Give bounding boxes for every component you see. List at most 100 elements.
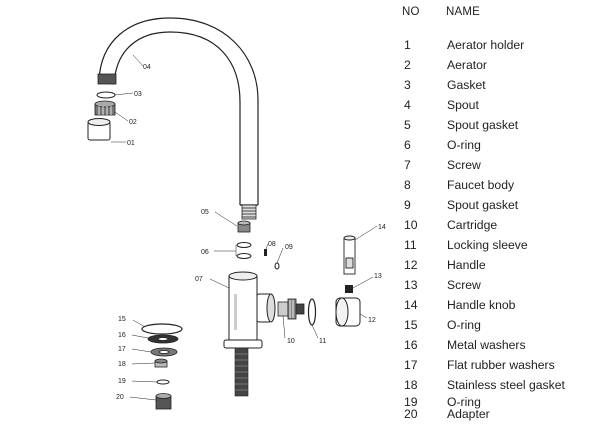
row-no: 15 <box>404 318 418 332</box>
metal-washers-part <box>147 334 179 344</box>
callout-08: 08 <box>268 241 276 248</box>
row-name: Flat rubber washers <box>447 358 555 372</box>
o-ring-19-part <box>156 379 170 385</box>
table-row: 6 O-ring <box>396 136 596 154</box>
spout-gasket-part <box>237 220 251 233</box>
row-no: 6 <box>404 138 411 152</box>
callout-04: 04 <box>143 64 151 71</box>
row-no: 11 <box>404 238 417 252</box>
o-ring-15-part <box>141 323 183 335</box>
callout-09: 09 <box>285 244 293 251</box>
callout-11: 11 <box>319 338 326 345</box>
table-row: 8 Faucet body <box>396 176 596 194</box>
adapter-part <box>155 393 172 410</box>
row-name: Spout <box>447 98 479 112</box>
table-row: 18 Stainless steel gasket <box>396 376 596 394</box>
row-no: 1 <box>404 38 411 52</box>
row-name: Metal washers <box>447 338 526 352</box>
row-name: Screw <box>447 158 481 172</box>
table-row: 11 Locking sleeve <box>396 236 596 254</box>
callout-05: 05 <box>201 209 209 216</box>
callout-20: 20 <box>116 394 124 401</box>
row-name: Locking sleeve <box>447 238 528 252</box>
row-name: Gasket <box>447 78 486 92</box>
screw-part <box>264 249 267 256</box>
table-row: 1 Aerator holder <box>396 36 596 54</box>
row-no: 8 <box>404 178 411 192</box>
header-name: NAME <box>446 6 481 18</box>
gasket-part <box>96 91 116 99</box>
header-no: NO <box>402 6 420 18</box>
row-name: Spout gasket <box>447 118 519 132</box>
table-row: 14 Handle knob <box>396 296 596 314</box>
handle-knob-part <box>343 235 356 275</box>
row-no: 10 <box>404 218 418 232</box>
row-no: 20 <box>404 407 418 421</box>
o-ring-upper <box>236 242 252 248</box>
callout-18: 18 <box>118 361 126 368</box>
locking-sleeve-part <box>307 298 317 326</box>
row-name: Stainless steel gasket <box>447 378 565 392</box>
callout-14: 14 <box>378 224 386 231</box>
small-ring-part <box>274 262 280 270</box>
row-name: Adapter <box>447 407 490 421</box>
row-name: Handle knob <box>447 298 516 312</box>
leader-lines <box>111 54 378 401</box>
row-no: 19 <box>404 395 418 409</box>
row-name: Screw <box>447 278 481 292</box>
row-no: 2 <box>404 58 411 72</box>
spout-thread-end <box>97 73 117 85</box>
o-ring-lower <box>236 253 252 259</box>
handle-part <box>335 297 361 327</box>
callout-07: 07 <box>195 276 203 283</box>
row-no: 12 <box>404 258 418 272</box>
table-row: 16 Metal washers <box>396 336 596 354</box>
spout-part <box>98 17 259 206</box>
row-no: 14 <box>404 298 418 312</box>
table-row: 10 Cartridge <box>396 216 596 234</box>
table-row: 3 Gasket <box>396 76 596 94</box>
row-no: 3 <box>404 78 411 92</box>
table-row: 5 Spout gasket <box>396 116 596 134</box>
flat-rubber-washers-part <box>150 347 178 357</box>
table-row: 13 Screw <box>396 276 596 294</box>
aerator-holder-part <box>87 118 111 141</box>
callout-17: 17 <box>118 346 126 353</box>
callout-10: 10 <box>287 338 295 345</box>
callout-12: 12 <box>368 317 376 324</box>
row-name: Spout gasket <box>447 198 519 212</box>
faucet-body-part <box>223 271 276 349</box>
row-no: 13 <box>404 278 418 292</box>
callout-06: 06 <box>201 249 209 256</box>
row-name: Cartridge <box>447 218 498 232</box>
row-name: Aerator <box>447 58 487 72</box>
row-name: Faucet body <box>447 178 515 192</box>
row-name: O-ring <box>447 395 481 409</box>
table-row: 7 Screw <box>396 156 596 174</box>
row-no: 4 <box>404 98 411 112</box>
callout-19: 19 <box>118 378 126 385</box>
row-name: Aerator holder <box>447 38 525 52</box>
spout-bottom-thread <box>241 204 257 220</box>
row-name: O-ring <box>447 138 481 152</box>
cartridge-part <box>277 298 305 320</box>
row-no: 7 <box>404 158 411 172</box>
callout-16: 16 <box>118 332 126 339</box>
mounting-thread <box>234 347 249 397</box>
row-name: Handle <box>447 258 486 272</box>
callout-02: 02 <box>129 119 137 126</box>
table-row: 2 Aerator <box>396 56 596 74</box>
row-no: 16 <box>404 338 418 352</box>
table-row: 19 O-ring <box>396 393 596 411</box>
table-row: 12 Handle <box>396 256 596 274</box>
table-row: 20 Adapter <box>396 405 596 423</box>
stainless-gasket-part <box>154 358 168 368</box>
table-row: 4 Spout <box>396 96 596 114</box>
row-no: 17 <box>404 358 418 372</box>
aerator-part <box>94 100 116 116</box>
row-name: O-ring <box>447 318 481 332</box>
handle-screw-part <box>345 285 353 293</box>
callout-13: 13 <box>374 273 382 280</box>
